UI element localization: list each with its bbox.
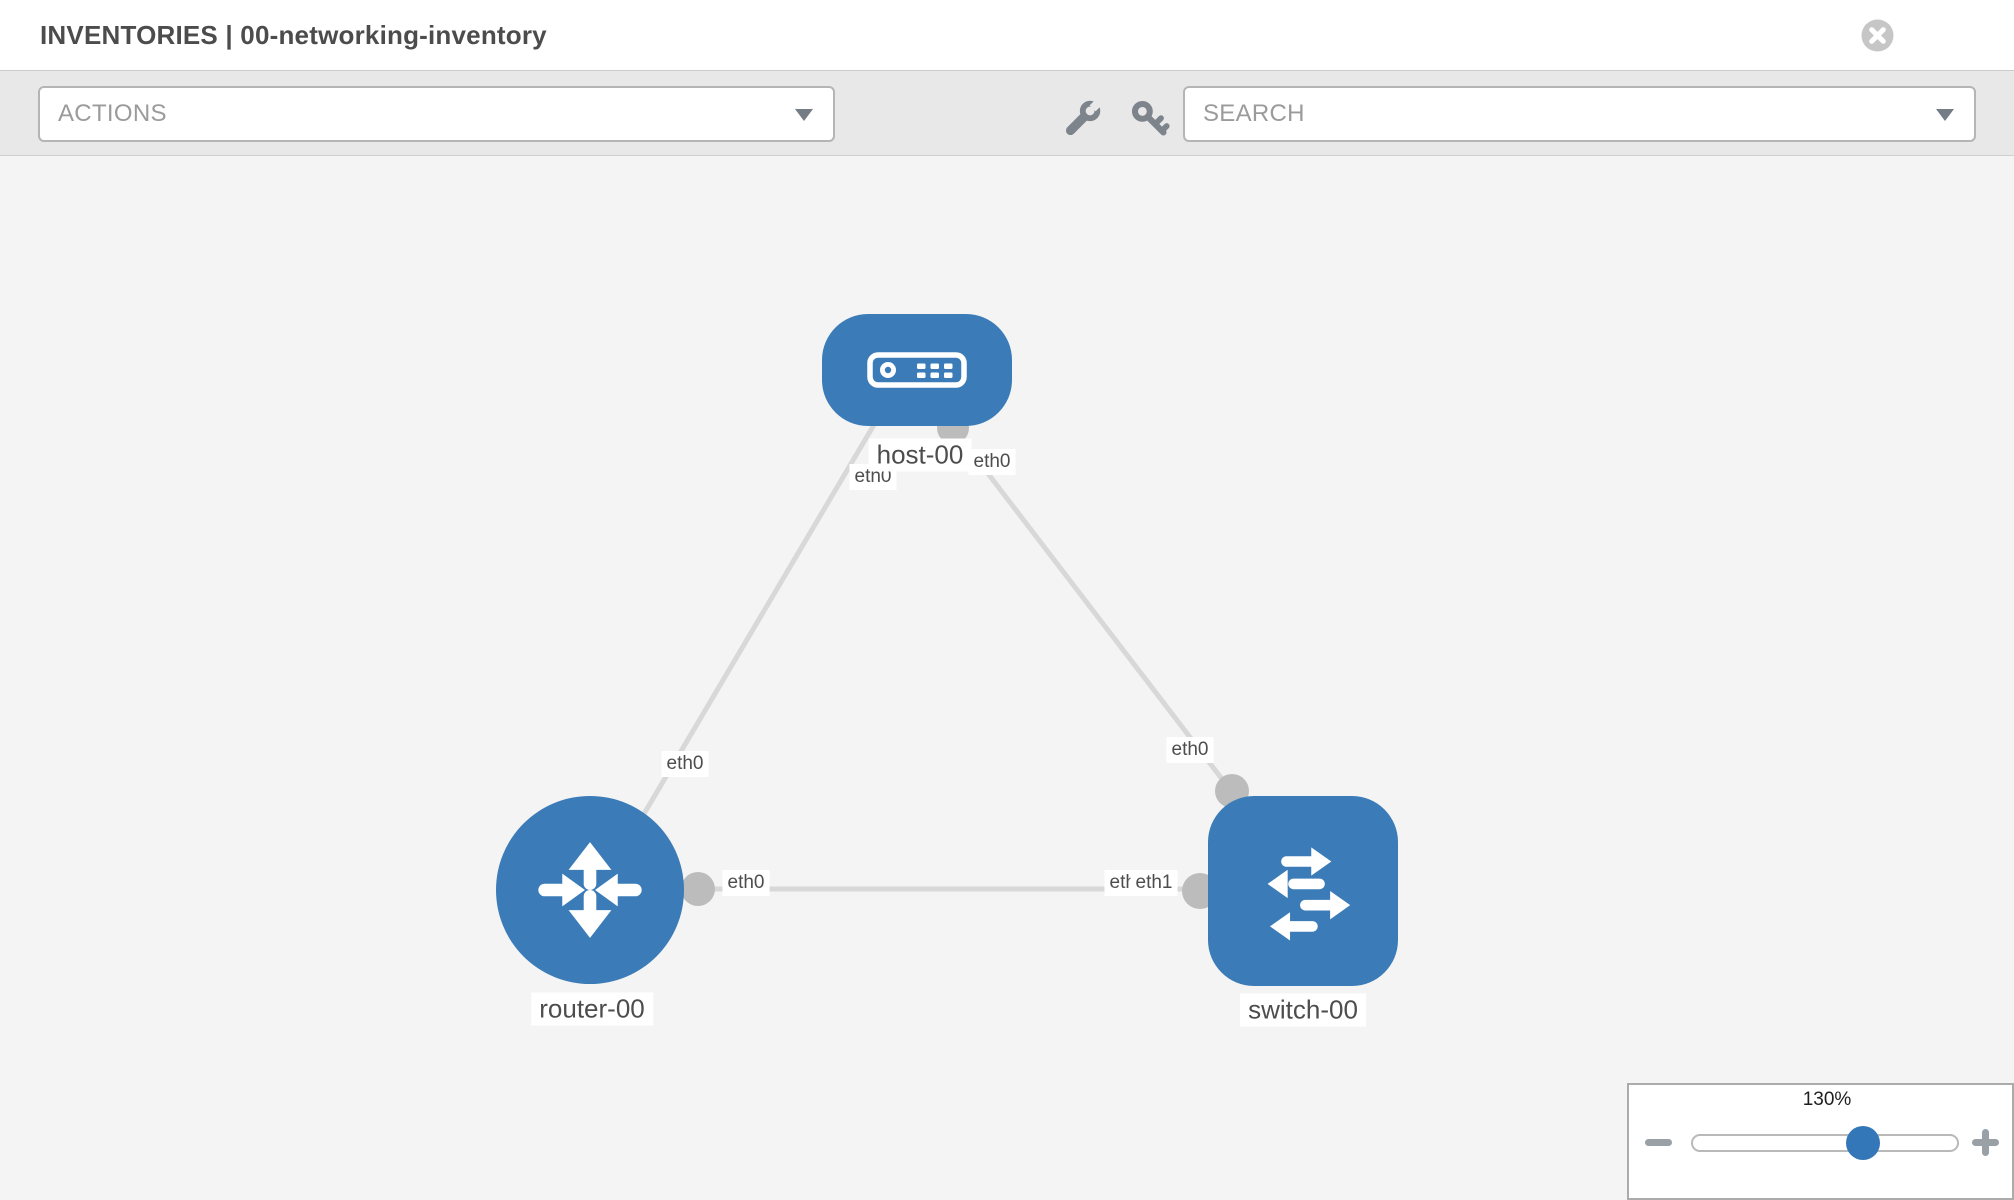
zoom-slider[interactable] xyxy=(1691,1126,1959,1160)
iface-label-host-router-at-router: eth0 xyxy=(661,751,709,777)
link-host-router[interactable] xyxy=(622,416,881,848)
node-label-host-00: host-00 xyxy=(868,438,972,472)
topology-links-layer xyxy=(622,412,1249,909)
chevron-down-icon xyxy=(795,109,813,121)
zoom-slider-thumb[interactable] xyxy=(1846,1126,1880,1160)
iface-label-host-switch-at-host: eth0 xyxy=(968,449,1016,475)
node-router-00[interactable] xyxy=(496,796,684,984)
iface-label-host-switch-at-switch: eth0 xyxy=(1166,737,1214,763)
node-host-00[interactable] xyxy=(822,314,1012,426)
link-host-switch[interactable] xyxy=(948,422,1237,798)
wrench-icon xyxy=(1065,96,1105,136)
router-arrows-icon xyxy=(538,842,642,938)
close-button[interactable] xyxy=(1861,19,1894,52)
connector-router-right[interactable] xyxy=(681,872,715,906)
zoom-level-readout: 130% xyxy=(1802,1089,1852,1110)
node-label-router-00: router-00 xyxy=(531,992,653,1026)
node-switch-00[interactable] xyxy=(1208,796,1398,986)
zoom-in-icon[interactable] xyxy=(1982,1129,1989,1156)
search-placeholder: SEARCH xyxy=(1203,100,1305,127)
search-dropdown[interactable]: SEARCH xyxy=(1183,86,1976,142)
page-title: INVENTORIES | 00-networking-inventory xyxy=(40,20,547,50)
title-bar: INVENTORIES | 00-networking-inventory xyxy=(0,0,2014,70)
iface-label-router-switch-at-router: eth0 xyxy=(722,870,770,896)
close-circle-icon xyxy=(1861,19,1894,52)
toolbar: ACTIONS xyxy=(0,70,2014,156)
node-label-switch-00: switch-00 xyxy=(1240,993,1366,1027)
key-button[interactable] xyxy=(1126,95,1174,143)
iface-label-router-switch-at-switch-front: eth1 xyxy=(1130,870,1178,896)
actions-dropdown[interactable]: ACTIONS xyxy=(38,86,835,142)
topology-canvas[interactable]: host-00 router-00 switch-00 eth0 eth0 et… xyxy=(0,156,2014,1200)
chevron-down-icon xyxy=(1936,109,1954,121)
zoom-out-icon[interactable] xyxy=(1645,1139,1672,1146)
key-icon xyxy=(1131,100,1170,136)
zoom-control-panel: 130% xyxy=(1627,1083,2014,1200)
actions-placeholder: ACTIONS xyxy=(58,100,167,127)
switch-arrows-icon xyxy=(1267,847,1351,941)
wrench-button[interactable] xyxy=(1058,95,1106,143)
server-icon xyxy=(867,352,967,388)
